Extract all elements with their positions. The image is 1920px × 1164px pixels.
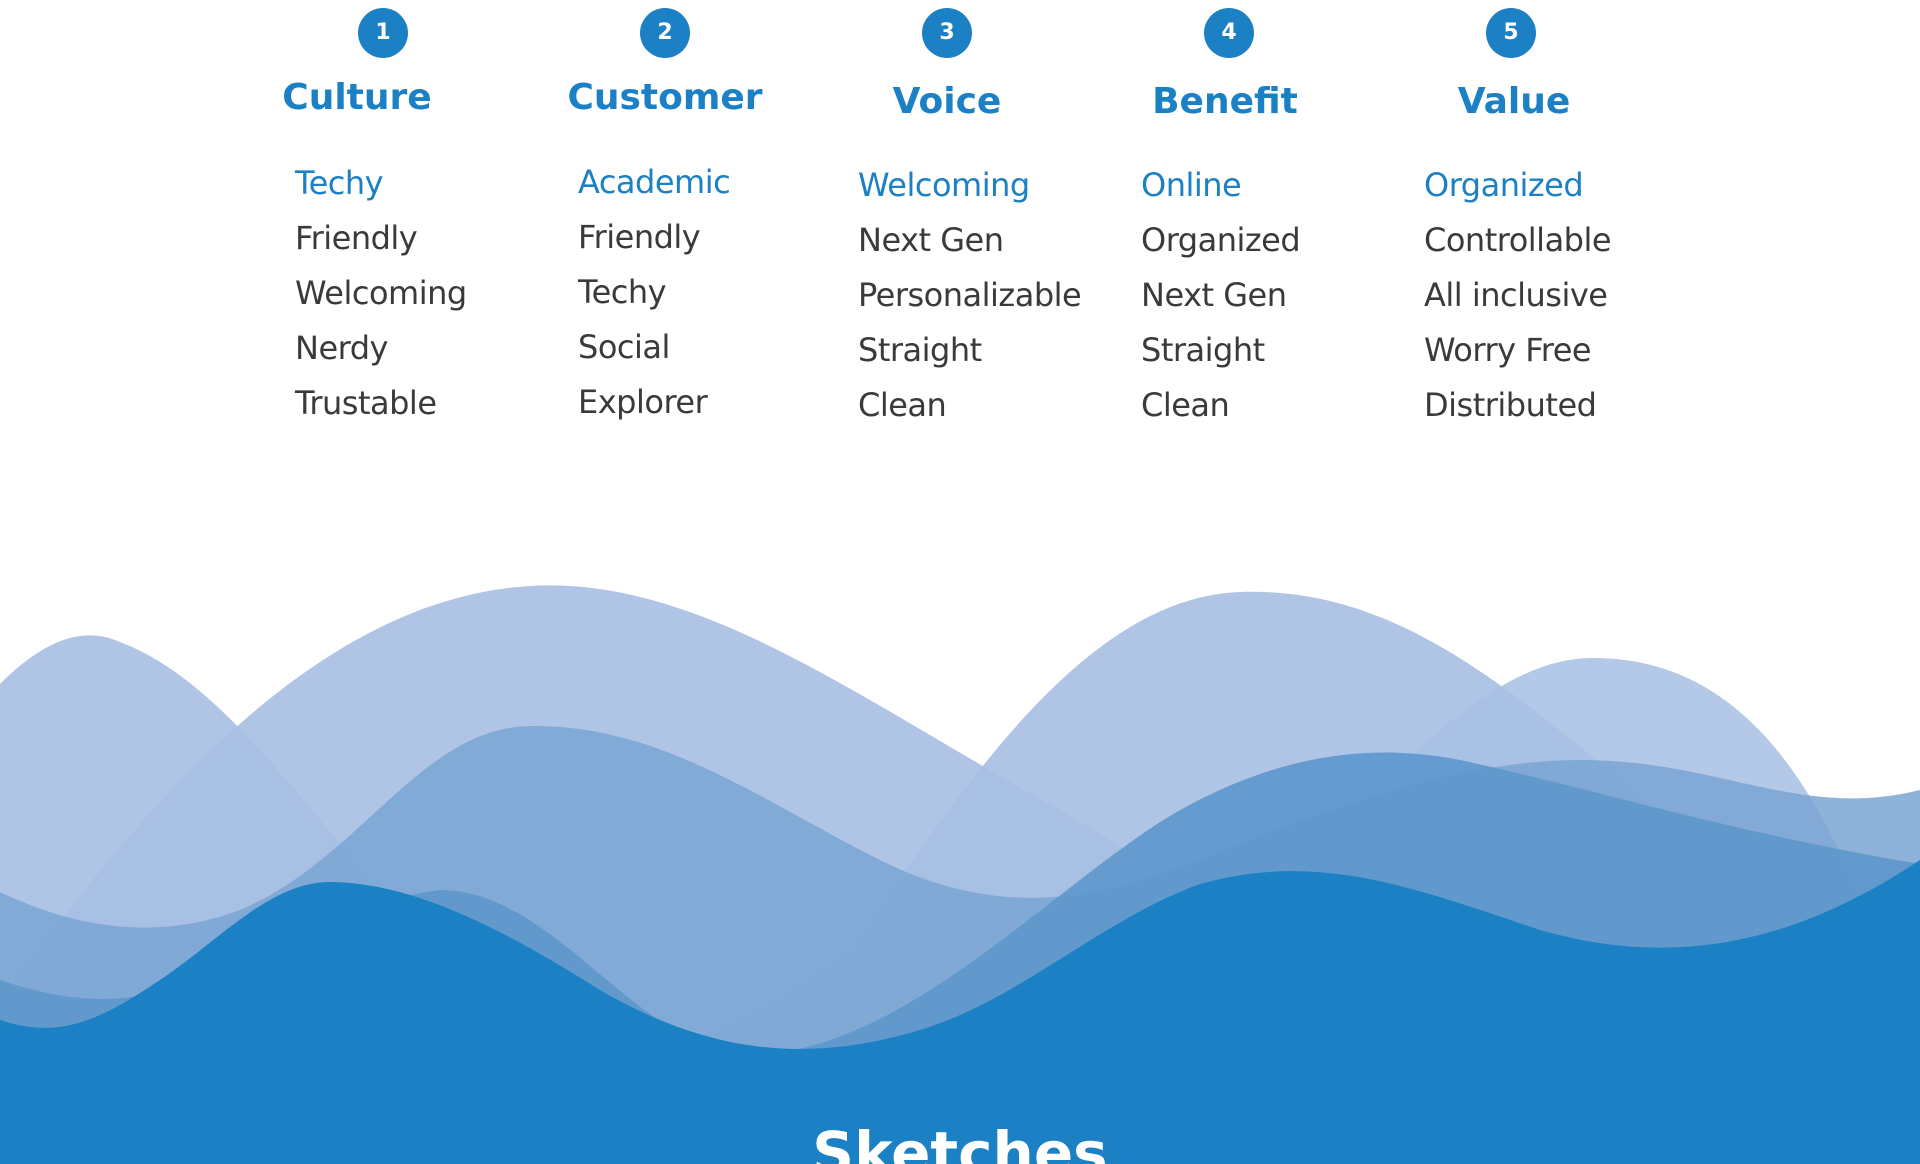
column-title: Benefit bbox=[1152, 81, 1298, 122]
list-item-primary: Organized bbox=[1424, 166, 1584, 204]
list-item: Clean bbox=[858, 386, 947, 424]
column-header: 4 Benefit bbox=[1088, 0, 1370, 130]
decorative-waves bbox=[0, 560, 1920, 1164]
list-item: Personalizable bbox=[858, 276, 1082, 314]
column-header: 5 Value bbox=[1370, 0, 1652, 130]
step-number-badge: 2 bbox=[640, 8, 690, 58]
column-header: 3 Voice bbox=[806, 0, 1088, 130]
list-item: Straight bbox=[1141, 331, 1265, 369]
step-number-badge: 4 bbox=[1204, 8, 1254, 58]
word-list: Organized Controllable All inclusive Wor… bbox=[1424, 158, 1612, 433]
waves-illustration bbox=[0, 585, 1920, 1164]
list-item: Distributed bbox=[1424, 386, 1597, 424]
list-item: Controllable bbox=[1424, 221, 1612, 259]
list-item: Nerdy bbox=[295, 329, 388, 367]
step-number-badge: 3 bbox=[922, 8, 972, 58]
column-header: 2 Customer bbox=[524, 0, 806, 130]
word-list: Techy Friendly Welcoming Nerdy Trustable bbox=[295, 156, 467, 431]
list-item: Techy bbox=[578, 273, 667, 311]
word-list: Welcoming Next Gen Personalizable Straig… bbox=[858, 158, 1082, 433]
list-item-primary: Welcoming bbox=[858, 166, 1030, 204]
list-item: Friendly bbox=[295, 219, 418, 257]
list-item: Friendly bbox=[578, 218, 701, 256]
list-item: All inclusive bbox=[1424, 276, 1608, 314]
wave-front bbox=[0, 860, 1920, 1164]
list-item: Organized bbox=[1141, 221, 1301, 259]
list-item: Social bbox=[578, 328, 670, 366]
list-item: Explorer bbox=[578, 383, 708, 421]
list-item-primary: Academic bbox=[578, 163, 731, 201]
column-title: Customer bbox=[567, 77, 763, 118]
list-item-primary: Online bbox=[1141, 166, 1242, 204]
list-item: Clean bbox=[1141, 386, 1230, 424]
step-number-badge: 5 bbox=[1486, 8, 1536, 58]
column-title: Value bbox=[1457, 81, 1571, 122]
word-list: Online Organized Next Gen Straight Clean bbox=[1141, 158, 1301, 433]
list-item: Welcoming bbox=[295, 274, 467, 312]
section-title: Sketches bbox=[812, 1119, 1108, 1164]
list-item: Straight bbox=[858, 331, 982, 369]
column-title: Voice bbox=[892, 81, 1002, 122]
word-list: Academic Friendly Techy Social Explorer bbox=[578, 155, 731, 430]
brand-attributes-columns: 1 Culture Techy Friendly Welcoming Nerdy… bbox=[0, 0, 1920, 440]
list-item-primary: Techy bbox=[295, 164, 384, 202]
column-title: Culture bbox=[282, 77, 432, 118]
column-header: 1 Culture bbox=[242, 0, 524, 130]
list-item: Next Gen bbox=[1141, 276, 1287, 314]
step-number-badge: 1 bbox=[358, 8, 408, 58]
list-item: Trustable bbox=[295, 384, 437, 422]
list-item: Next Gen bbox=[858, 221, 1004, 259]
list-item: Worry Free bbox=[1424, 331, 1592, 369]
